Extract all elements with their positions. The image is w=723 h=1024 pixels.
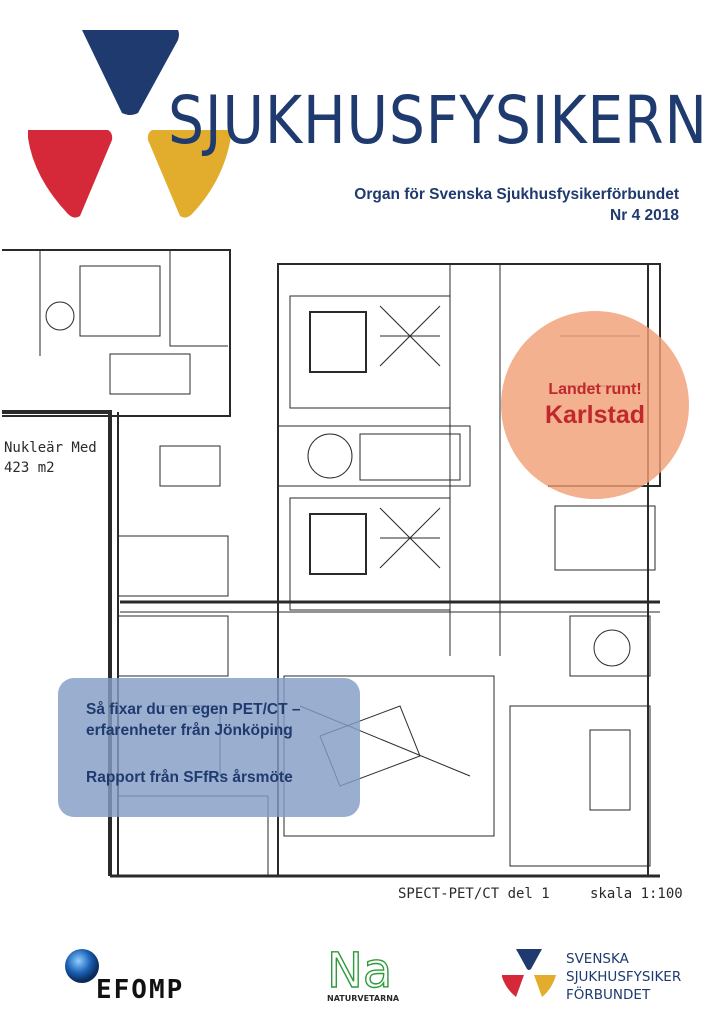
trefoil-icon [502, 949, 556, 997]
naturvetarna-mark: Na [327, 943, 392, 999]
drawing-caption: SPECT-PET/CT del 1 [398, 886, 550, 902]
naturvetarna-text: NATURVETARNA [327, 994, 400, 1003]
drawing-scale: skala 1:100 [590, 886, 683, 902]
sfe-line2: SJUKHUSFYSIKER [566, 969, 681, 985]
magazine-title: SJUKHUSFYSIKERN [168, 82, 708, 159]
floorplan-drawing: Nukleär Med 423 m2 SPECT-PET/CT del 1 sk… [2, 249, 683, 902]
globe-icon [65, 949, 99, 983]
efomp-logo: EFOMP [65, 949, 184, 1002]
sfe-line3: FÖRBUNDET [566, 985, 651, 1003]
efomp-text: EFOMP [96, 975, 184, 1002]
sfe-logo: SVENSKA SJUKHUSFYSIKER FÖRBUNDET [502, 949, 681, 1003]
bubble-city: Karlstad [544, 400, 646, 429]
landet-runt-bubble: Landet runt! Karlstad [501, 311, 689, 499]
naturvetarna-logo: Na NATURVETARNA [326, 943, 400, 1003]
teaser-headline-1-cont: erfarenheter från Jönköping [86, 722, 293, 739]
radiation-trefoil-logo [28, 30, 232, 218]
teaser-headline-2: Rapport från SFfRs årsmöte [86, 769, 293, 786]
subtitle-block: Organ för Svenska Sjukhusfysikerförbunde… [354, 184, 679, 226]
room-area: 423 m2 [4, 460, 55, 476]
bubble-kicker: Landet runt! [548, 380, 642, 398]
teaser-headline-1: Så fixar du en egen PET/CT – [86, 701, 301, 718]
teaser-box: Så fixar du en egen PET/CT – erfarenhete… [58, 678, 360, 817]
issue-number: Nr 4 2018 [610, 207, 679, 224]
room-label: Nukleär Med [4, 440, 97, 456]
sfe-line1: SVENSKA [566, 951, 630, 967]
organ-line: Organ för Svenska Sjukhusfysikerförbunde… [354, 186, 679, 203]
